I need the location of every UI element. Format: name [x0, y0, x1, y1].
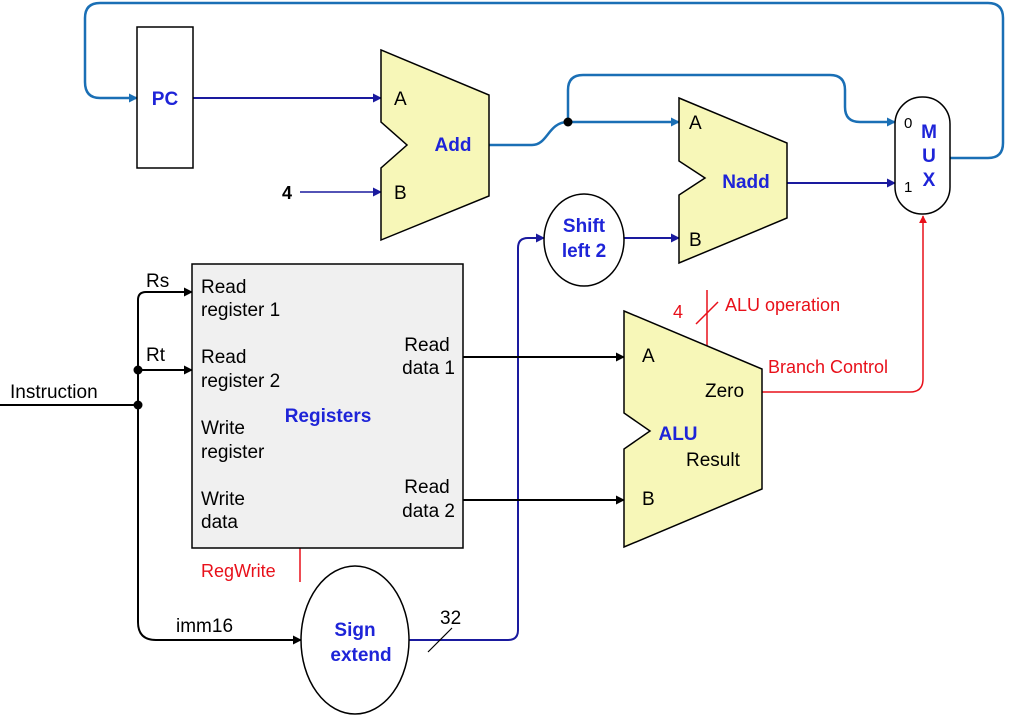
alu-input-b-label: B [642, 489, 655, 510]
shift-label-line1: Shift [563, 216, 606, 237]
alu-input-a-label: A [642, 346, 655, 367]
register-file: Read register 1 Read register 2 Write re… [191, 263, 464, 549]
alu-label: ALU [658, 424, 697, 445]
junction-dot [133, 400, 143, 410]
nadd-unit: A B Nadd [678, 96, 788, 265]
mux-letter-m: M [921, 122, 937, 143]
sign-extend-line2: extend [330, 645, 391, 666]
shift-label-line2: left 2 [562, 241, 606, 262]
pc-label: PC [152, 89, 179, 110]
imm16-label: imm16 [176, 616, 233, 637]
alu-zero-label: Zero [705, 381, 744, 402]
mux-letter-u: U [922, 146, 936, 167]
shift-left-2: Shift left 2 [543, 193, 625, 287]
junction-dot [133, 365, 143, 375]
alu-unit: A B Zero Result ALU [623, 309, 763, 549]
registers-title: Registers [285, 406, 372, 427]
nadd-label: Nadd [722, 172, 770, 193]
mux: 0 1 M U X [894, 96, 951, 215]
wire-instruction-main [0, 291, 301, 641]
read-data-2-label: Read data 2 [402, 477, 455, 522]
branch-control-label: Branch Control [768, 357, 888, 377]
mux-input-0-label: 0 [904, 115, 912, 132]
alu-result-label: Result [686, 450, 741, 471]
read-register-2-label: Read register 2 [201, 347, 280, 392]
nadd-input-b-label: B [689, 230, 702, 251]
alu-op-width-tick [695, 301, 719, 325]
read-data-1-label: Read data 1 [402, 335, 455, 379]
bus-width-tick-32 [427, 627, 453, 653]
alu-op-width-label: 4 [673, 302, 683, 322]
wire-add-to-nadd [489, 117, 680, 147]
add-label: Add [435, 135, 472, 156]
nadd-input-a-label: A [689, 113, 702, 134]
constant-four: 4 [282, 183, 292, 203]
add-input-a-label: A [394, 89, 407, 110]
wire-mux-to-pc [83, 1, 1005, 160]
instruction-label: Instruction [10, 382, 98, 403]
add-unit: A B Add [380, 48, 490, 242]
add-input-b-label: B [394, 183, 407, 204]
junction-dot [563, 117, 573, 127]
wire-add-to-mux0 [566, 73, 896, 127]
sign-extend: Sign extend [300, 565, 410, 715]
mux-letter-x: X [923, 170, 936, 191]
read-register-1-label: Read register 1 [201, 277, 280, 321]
regwrite-label: RegWrite [201, 561, 276, 581]
write-register-label: Write register [201, 418, 265, 463]
mux-input-1-label: 1 [904, 179, 912, 196]
alu-operation-label: ALU operation [725, 295, 840, 315]
write-data-label: Write data [201, 489, 250, 533]
rt-label: Rt [146, 345, 166, 366]
pc-register: PC [136, 26, 194, 169]
wire-signext-to-shift [409, 233, 545, 641]
rs-label: Rs [146, 271, 169, 292]
sign-extend-line1: Sign [334, 620, 375, 641]
wire-branch-control [762, 215, 927, 393]
bus-width-label-32: 32 [440, 608, 461, 629]
